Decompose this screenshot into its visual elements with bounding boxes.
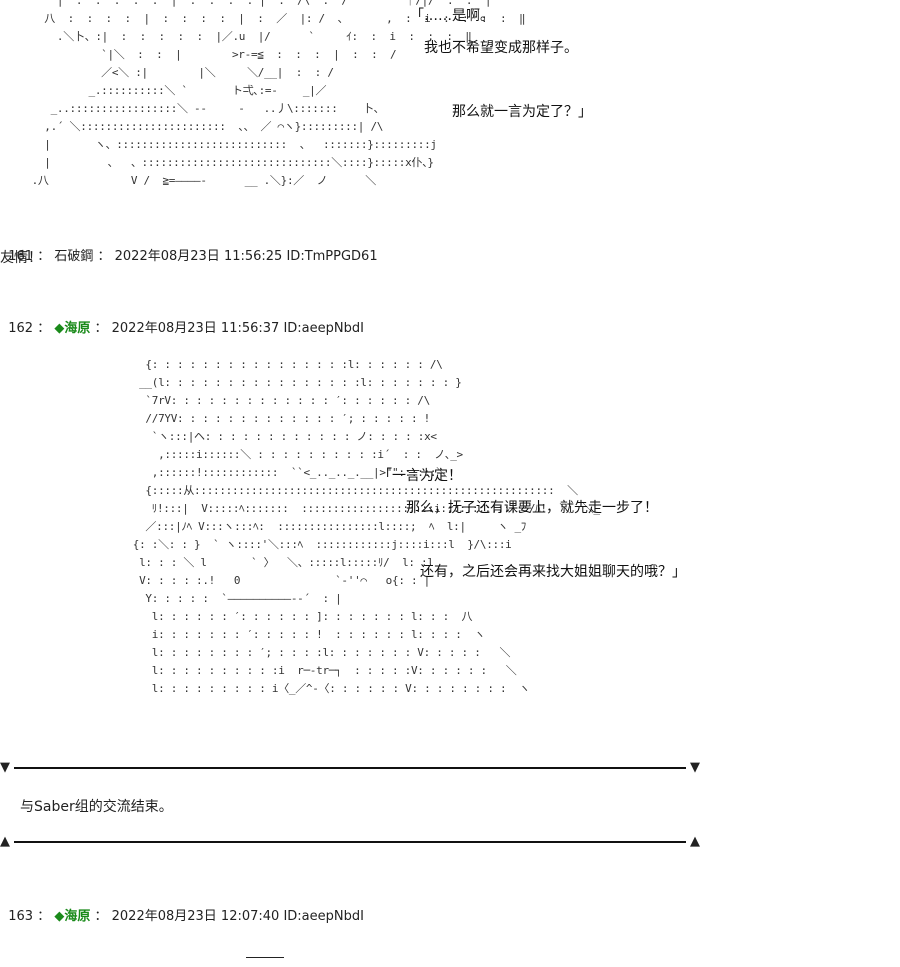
ascii-art-top: | : : : : : | : : : : | : /\ : / ｜/|/ : …	[0, 0, 526, 190]
ascii-art-line: i: : : : : : : ′: : : : : ! : : : : : : …	[0, 628, 485, 641]
post-date: 2022年08月23日 11:56:37	[111, 321, 280, 336]
poster-id: ID:aeepNbdI	[283, 321, 364, 336]
dialog-line: 「……是啊。	[410, 8, 494, 24]
triangle-down-icon: ▼	[690, 760, 700, 775]
ascii-art-line: ,::::::!:::::::::::: ``<_.._.._.__|>""::…	[0, 466, 448, 479]
ascii-art-line: l: : : ＼ l ` 〉 ＼、:::::l:::::ﾘ/ l: :l	[0, 556, 434, 569]
post-date: 2022年08月23日 11:56:25	[114, 249, 283, 264]
triangle-down-icon: ▼	[0, 760, 10, 775]
post-date: 2022年08月23日 12:07:40	[111, 909, 280, 924]
ascii-art-line: l: : : : : : ′: : : : : : ]: : : : : : :…	[0, 610, 473, 623]
ascii-art-line: V: : : : :.! 0 `‐''⌒ o{: : |	[0, 574, 430, 587]
divider-line	[14, 767, 686, 769]
ascii-art-line: {:::::从:::::::::::::::::::::::::::::::::…	[0, 484, 578, 497]
ascii-art-line: ／:::|ﾉﾍ V:::ヽ:::ﾍ: ::::::::::::::::l::::…	[0, 520, 526, 533]
triangle-up-icon: ▲	[690, 834, 700, 849]
post-number: 162	[8, 321, 34, 336]
ascii-art-line: 八 : : : : | : : : : | : ／ |: / 、 , : i :…	[0, 12, 526, 25]
ascii-art-line: ,:::::i::::::＼ : : : : : : : : : :i´ : :…	[0, 448, 463, 461]
poster-name: 石破鋼	[54, 249, 94, 264]
ascii-art-line: | 、 、::::::::::::::::::::::::::::::＼::::…	[0, 156, 434, 169]
dialog-middle: 「一言为定！ 那么，抚子还有课要上，就先走一步了！ 还有，之后还会再来找大姐姐聊…	[378, 460, 686, 588]
ascii-art-line: {: :＼: : } ` ヽ::::'＼:::ﾍ ::::::::::::j::…	[0, 538, 512, 551]
dialog-line: 「一言为定！	[378, 468, 462, 484]
section-note: 与Saber组的交流结束。	[20, 799, 173, 815]
ascii-art-line: _..:::::::::::::::::＼ -‐ - ..丿\::::::: 卜…	[0, 102, 385, 115]
ascii-art-middle: {: : : : : : : : : : : : : : : :l: : : :…	[0, 356, 600, 698]
ascii-art-line: ﾘ!:::| V:::::ﾍ::::::: ::::::::::::::::::…	[0, 502, 600, 515]
poster-id: ID:aeepNbdI	[283, 909, 364, 924]
ascii-art-line: ,.´ ＼::::::::::::::::::::::: 、、 ／ ⌒ヽ}:::…	[0, 120, 384, 133]
ascii-art-line: .＼卜、:| : : : : : |／.u |/ ` ｲ: : i : : : …	[0, 30, 472, 43]
ascii-art-line: Y: : : : : `――――――――――‐-´ : |	[0, 592, 342, 605]
divider-down: ▼ ▼	[0, 760, 700, 776]
dialog-line: 那么就一言为定了？」	[410, 104, 592, 120]
post-header-162: 162 ： ◆海原 ： 2022年08月23日 11:56:37 ID:aeep…	[8, 321, 364, 336]
dialog-line: 还有，之后还会再来找大姐姐聊天的哦？」	[378, 564, 686, 580]
post-number: 161	[8, 249, 34, 264]
dialog-line	[410, 64, 592, 96]
ascii-art-line: .八 V / ≧=――――‐ __ .＼}:／ ノ ＼	[0, 174, 377, 187]
post-number: 163	[8, 909, 34, 924]
ascii-art-line: `ヽ:::|ヘ: : : : : : : : : : : : ノ: : : : …	[0, 430, 437, 443]
ascii-art-line: `7rV: : : : : : : : : : : : : ′: : : : :…	[0, 394, 430, 407]
post-body-161: 友情！	[0, 250, 42, 266]
dialog-line: 那么，抚子还有课要上，就先走一步了！	[378, 500, 658, 516]
ascii-art-line: `|＼ : : | >r‐=≦ : : : | : : /	[0, 48, 397, 61]
ascii-art-line: {: : : : : : : : : : : : : : : :l: : : :…	[0, 358, 443, 371]
post-header-161: 161 ： 石破鋼 ： 2022年08月23日 11:56:25 ID:TmPP…	[8, 249, 378, 264]
dialog-top: 「……是啊。 我也不希望变成那样子。 那么就一言为定了？」	[410, 0, 592, 128]
ascii-art-line: l: : : : : : : : : :i r─‐tr─┐ : : : : :V…	[0, 664, 517, 677]
post-header-163: 163 ： ◆海原 ： 2022年08月23日 12:07:40 ID:aeep…	[8, 909, 364, 924]
ascii-art-line: _.::::::::::＼ ` ト弌､:=- _|／	[0, 84, 327, 97]
poster-id: ID:TmPPGD61	[286, 249, 378, 264]
ascii-art-line: l: : : : : : : : : i〈_／^‐〈: : : : : : V:…	[0, 682, 530, 695]
divider-up: ▲ ▲	[0, 834, 700, 850]
ascii-art-line: ／<＼ :| |＼ ＼/__| : : /	[0, 66, 334, 79]
ascii-art-bottom-fragment	[246, 957, 284, 958]
poster-name: ◆海原	[54, 909, 91, 924]
ascii-art-line: | : : : : : | : : : : | : /\ : / ｜/|/ : …	[0, 0, 492, 7]
dialog-line	[378, 524, 686, 556]
dialog-line: 我也不希望变成那样子。	[410, 40, 578, 56]
divider-line	[14, 841, 686, 843]
ascii-art-line: | ヽ、::::::::::::::::::::::::::: 、 ::::::…	[0, 138, 437, 151]
ascii-art-line: l: : : : : : : : ′; : : : :l: : : : : : …	[0, 646, 511, 659]
triangle-up-icon: ▲	[0, 834, 10, 849]
poster-name: ◆海原	[54, 321, 91, 336]
ascii-art-line: __(l: : : : : : : : : : : : : : : :l: : …	[0, 376, 462, 389]
ascii-art-line: //7YV: : : : : : : : : : : : : ′; : : : …	[0, 412, 430, 425]
